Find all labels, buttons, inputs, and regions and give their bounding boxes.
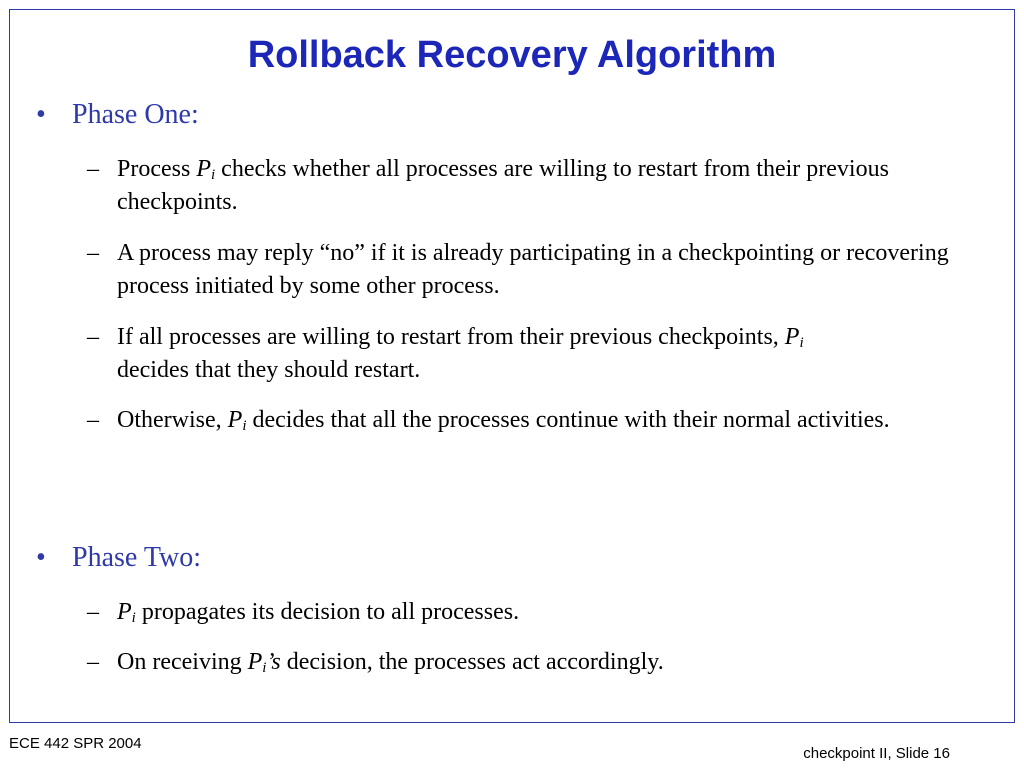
var-letter: P <box>117 599 132 625</box>
phase-two-label: Phase Two: <box>72 542 201 573</box>
sub-item: – On receiving Pi’s decision, the proces… <box>87 646 987 679</box>
var-subscript: i <box>131 610 136 626</box>
dash: – <box>87 324 99 350</box>
text-segment: If all processes are willing to restart … <box>117 324 785 350</box>
sub-item-text: A process may reply “no” if it is alread… <box>117 240 949 299</box>
slide-frame <box>9 9 1015 723</box>
sub-item-text: If all processes are willing to restart … <box>117 321 987 387</box>
variable-pi: Pi <box>117 599 136 626</box>
dash: – <box>87 649 99 675</box>
text-segment: propagates its decision to all processes… <box>135 599 520 625</box>
slide-title: Rollback Recovery Algorithm <box>247 34 777 76</box>
dash: – <box>87 240 99 266</box>
sub-item-text: Pi propagates its decision to all proces… <box>117 596 987 629</box>
variable-pi: Pi <box>227 407 247 434</box>
sub-item: – If all processes are willing to restar… <box>87 321 987 387</box>
var-subscript: i <box>799 335 804 351</box>
dash: – <box>87 599 99 625</box>
bullet-dot: • <box>36 99 46 130</box>
text-segment: decides that they should restart. <box>117 357 421 383</box>
variable-pi: Pi’s <box>247 649 281 676</box>
variable-pi: Pi <box>784 324 804 351</box>
phase-one-label: Phase One: <box>72 99 199 130</box>
sub-item: – Otherwise, Pi decides that all the pro… <box>87 404 987 437</box>
dash: – <box>87 407 99 433</box>
var-suffix: ’s <box>266 649 281 675</box>
footer-course: ECE 442 SPR 2004 <box>9 735 142 752</box>
var-subscript: i <box>211 167 216 183</box>
bullet-phase-two: • Phase Two: <box>36 541 201 575</box>
var-subscript: i <box>242 418 247 434</box>
text-segment: decision, the processes act accordingly. <box>280 649 664 675</box>
var-letter: P <box>196 156 211 182</box>
var-subscript: i <box>262 660 267 676</box>
sub-item-text: Process Pi checks whether all processes … <box>117 153 987 219</box>
bullet-phase-one: • Phase One: <box>36 98 199 132</box>
var-letter: P <box>784 324 800 350</box>
var-letter: P <box>227 407 243 433</box>
dash: – <box>87 156 99 182</box>
text-segment: decides that all the processes continue … <box>246 407 890 433</box>
text-segment: On receiving <box>117 649 248 675</box>
text-segment: Otherwise, <box>117 407 228 433</box>
var-letter: P <box>247 649 263 675</box>
sub-item: – A process may reply “no” if it is alre… <box>87 237 987 303</box>
sub-item: – Pi propagates its decision to all proc… <box>87 596 987 629</box>
sub-item-text: On receiving Pi’s decision, the processe… <box>117 646 987 679</box>
sub-item-text: Otherwise, Pi decides that all the proce… <box>117 404 987 437</box>
bullet-dot: • <box>36 542 46 573</box>
footer-slide-number: checkpoint II, Slide 16 <box>803 745 950 762</box>
sub-item: – Process Pi checks whether all processe… <box>87 153 987 219</box>
variable-pi: Pi <box>196 156 216 183</box>
text-segment: Process <box>117 156 197 182</box>
text-segment: checks whether all processes are willing… <box>117 156 889 215</box>
